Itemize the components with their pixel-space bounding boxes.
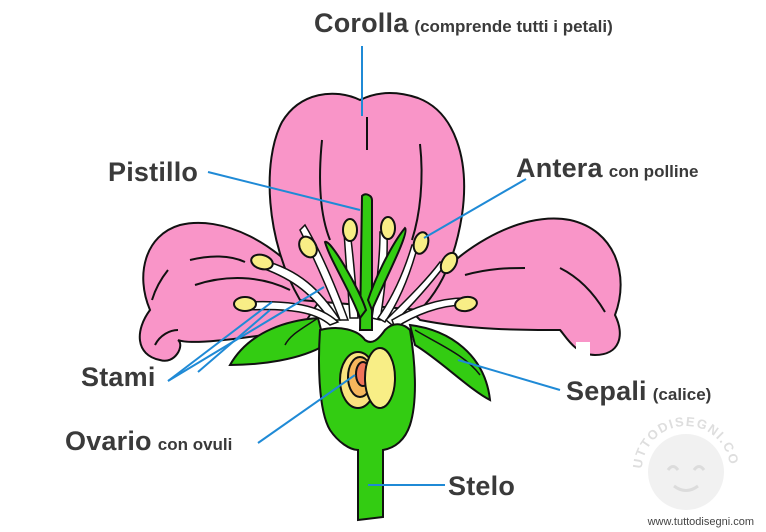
- label-sepali-main: Sepali: [566, 376, 647, 406]
- ovule-right: [364, 347, 396, 409]
- label-sepali-sub: (calice): [652, 385, 712, 404]
- petal-right: [408, 217, 622, 357]
- anther: [454, 295, 478, 313]
- anther: [250, 253, 274, 271]
- leader-stami-1: [167, 301, 273, 382]
- leader-stami-3: [197, 309, 271, 373]
- label-antera: Antera con polline: [516, 155, 698, 182]
- label-corolla: Corolla (comprende tutti i petali): [314, 10, 613, 37]
- watermark-url: www.tuttodisegni.com: [647, 516, 754, 528]
- receptacle: [318, 323, 416, 522]
- label-stelo: Stelo: [448, 473, 515, 500]
- sepal-left: [228, 316, 327, 367]
- anther: [298, 235, 318, 259]
- label-antera-sub: con polline: [608, 162, 699, 181]
- watermark-eyes: [666, 465, 706, 471]
- label-stelo-main: Stelo: [448, 471, 516, 501]
- anther: [233, 296, 257, 312]
- leader-ovario: [257, 374, 356, 444]
- label-sepali: Sepali (calice): [566, 378, 711, 405]
- leader-lines: [167, 46, 561, 486]
- label-ovario-main: Ovario: [65, 426, 152, 456]
- petal-left: [138, 221, 322, 362]
- label-ovario-sub: con ovuli: [157, 435, 233, 454]
- leader-pistillo: [207, 171, 361, 211]
- anther: [342, 218, 358, 242]
- label-pistillo: Pistillo: [108, 159, 198, 186]
- label-stami: Stami: [81, 364, 156, 391]
- anther: [439, 251, 459, 275]
- label-antera-main: Antera: [516, 153, 603, 183]
- leader-stami-2: [167, 286, 325, 382]
- sepal-right: [408, 323, 492, 402]
- label-ovario: Ovario con ovuli: [65, 428, 232, 455]
- pistil: [323, 193, 407, 331]
- ovary: [339, 347, 396, 409]
- label-pistillo-main: Pistillo: [108, 157, 199, 187]
- leader-antera: [423, 178, 527, 239]
- label-corolla-main: Corolla: [314, 8, 409, 38]
- watermark-smile: [673, 484, 699, 492]
- label-stami-main: Stami: [81, 362, 156, 392]
- watermark-face-circle: [648, 434, 724, 510]
- label-corolla-sub: (comprende tutti i petali): [414, 17, 613, 36]
- leader-sepali: [457, 359, 561, 391]
- anthers: [233, 216, 478, 313]
- anther: [380, 216, 396, 240]
